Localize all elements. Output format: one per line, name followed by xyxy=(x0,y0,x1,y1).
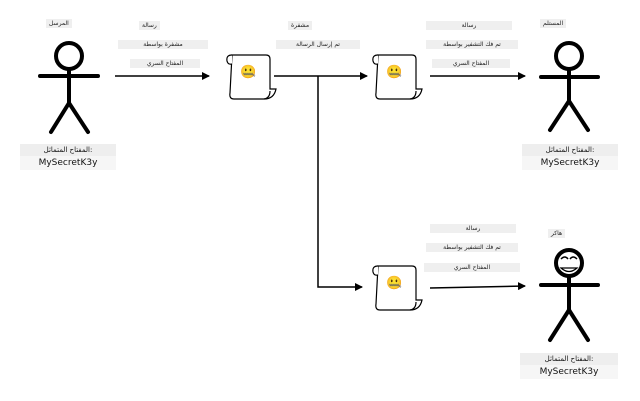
edge-decrypt-hacker-line3: المفتاح السري xyxy=(424,263,520,272)
edge-encrypt-line1: رسالة xyxy=(139,21,160,30)
receiver-title: المستلم xyxy=(540,19,567,28)
arrow-scroll-to-hacker xyxy=(429,282,526,291)
edge-decrypt-receiver-line2: تم فك التشفير بواسطة xyxy=(426,40,518,49)
zipper-mouth-face-icon: 🤐 xyxy=(386,65,403,80)
receiver-key-value: MySecretK3y xyxy=(522,156,618,170)
receiver-key-box: المفتاح المتماثل: MySecretK3y xyxy=(522,144,618,170)
sender-key-value: MySecretK3y xyxy=(20,156,116,170)
edge-transmit-line1: مشفرة xyxy=(288,21,313,30)
receiver-figure-icon xyxy=(539,41,600,132)
sender-figure-icon xyxy=(38,41,100,134)
edge-encrypt-line3: المفتاح السري xyxy=(130,59,200,68)
edge-transmit-line2: تم إرسال الرسالة xyxy=(276,40,360,49)
edge-encrypt-line2: مشفرة بواسطة xyxy=(118,40,208,49)
hacker-key-label: المفتاح المتماثل: xyxy=(544,355,594,363)
edge-decrypt-receiver-line1: رسالة xyxy=(426,21,512,30)
sender-key-label: المفتاح المتماثل: xyxy=(43,146,93,154)
edge-decrypt-hacker-line2: تم فك التشفير بواسطة xyxy=(426,243,518,252)
zipper-mouth-face-icon: 🤐 xyxy=(386,276,403,291)
edge-decrypt-hacker-line1: رسالة xyxy=(430,224,516,233)
hacker-key-value: MySecretK3y xyxy=(520,365,618,379)
hacker-title: هاكر xyxy=(548,229,566,238)
zipper-mouth-face-icon: 🤐 xyxy=(240,65,257,80)
sender-title: المرسل xyxy=(46,19,72,28)
edge-decrypt-receiver-line3: المفتاح السري xyxy=(432,59,510,68)
hacker-figure-icon xyxy=(539,248,600,342)
receiver-key-label: المفتاح المتماثل: xyxy=(545,146,595,154)
arrow-branch-to-hacker-scroll xyxy=(317,76,363,291)
hacker-key-box: المفتاح المتماثل: MySecretK3y xyxy=(520,353,618,379)
sender-key-box: المفتاح المتماثل: MySecretK3y xyxy=(20,144,116,170)
